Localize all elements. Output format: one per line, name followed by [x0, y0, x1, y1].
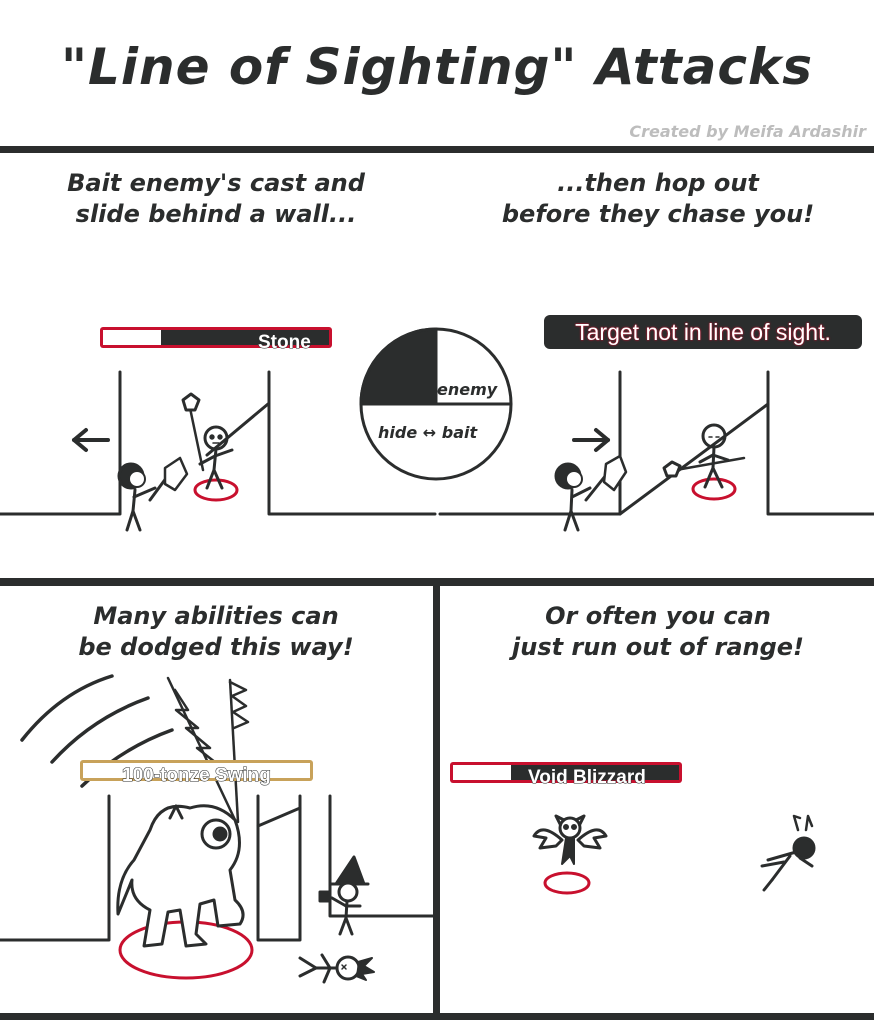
caption-line: just run out of range! — [512, 633, 804, 661]
pie-label-hide-bait: hide ↔ bait — [378, 423, 477, 442]
middle-divider — [0, 578, 874, 586]
line-of-sight-error: Target not in line of sight. — [544, 315, 862, 349]
pie-label-hide: hide — [378, 423, 418, 442]
witch-stick-figure — [318, 855, 370, 936]
wall-structure-bottom — [0, 794, 435, 942]
cast-bar-progress — [83, 763, 310, 778]
fallen-stick-figure — [298, 953, 375, 984]
enemy-stick-figure — [662, 423, 746, 489]
enemy-target-circle — [691, 477, 737, 501]
caption-line: Many abilities can — [93, 602, 339, 630]
caption-bottom-left: Many abilities can be dodged this way! — [16, 601, 416, 663]
header-divider — [0, 146, 874, 153]
swap-arrow-icon: ↔ — [422, 423, 437, 442]
boss-weapon-flag — [166, 676, 250, 824]
bottom-vertical-divider — [433, 586, 440, 1020]
bat-target-circle — [543, 871, 591, 895]
enemy-stick-figure — [181, 392, 234, 490]
cast-bar-remaining — [511, 765, 679, 780]
page-title: "Line of Sighting" Attacks — [60, 38, 814, 96]
caption-bottom-right: Or often you can just run out of range! — [458, 601, 858, 663]
bottom-border — [0, 1013, 874, 1020]
arrow-left-icon — [72, 428, 110, 452]
cast-bar-label: 100-tonze Swing — [122, 765, 272, 787]
wall-structure-right — [438, 370, 874, 516]
cast-bar-swing — [80, 760, 313, 781]
bat-creature — [532, 814, 608, 865]
player-stick-figure — [117, 456, 189, 532]
cast-bar-label: Stone — [258, 332, 312, 354]
caption-top-right: ...then hop out before they chase you! — [458, 168, 858, 230]
caption-line: Or often you can — [545, 602, 771, 630]
pie-label-enemy: enemy — [437, 380, 498, 399]
player-stick-figure — [554, 454, 628, 532]
caption-line: ...then hop out — [557, 169, 759, 197]
cast-bar-remaining — [161, 330, 329, 345]
cast-bar-blizzard — [450, 762, 682, 783]
pie-label-bait: bait — [441, 423, 478, 442]
cast-bar-progress — [103, 330, 161, 345]
boss-monster — [116, 804, 245, 948]
cast-bar-progress — [453, 765, 511, 780]
credit-text: Created by Meifa Ardashir — [629, 122, 866, 141]
caption-line: slide behind a wall... — [75, 200, 357, 228]
running-rabbit-figure — [760, 814, 816, 892]
wall-structure-left — [0, 370, 437, 516]
enemy-target-circle — [193, 478, 239, 502]
arrow-right-icon — [572, 428, 610, 452]
cast-bar-label: Void Blizzard — [528, 767, 647, 789]
caption-line: Bait enemy's cast and — [67, 169, 365, 197]
cast-bar-stone — [100, 327, 332, 348]
hide-bait-pie-chart — [359, 327, 513, 481]
caption-top-left: Bait enemy's cast and slide behind a wal… — [16, 168, 416, 230]
caption-line: before they chase you! — [501, 200, 815, 228]
caption-line: be dodged this way! — [78, 633, 354, 661]
